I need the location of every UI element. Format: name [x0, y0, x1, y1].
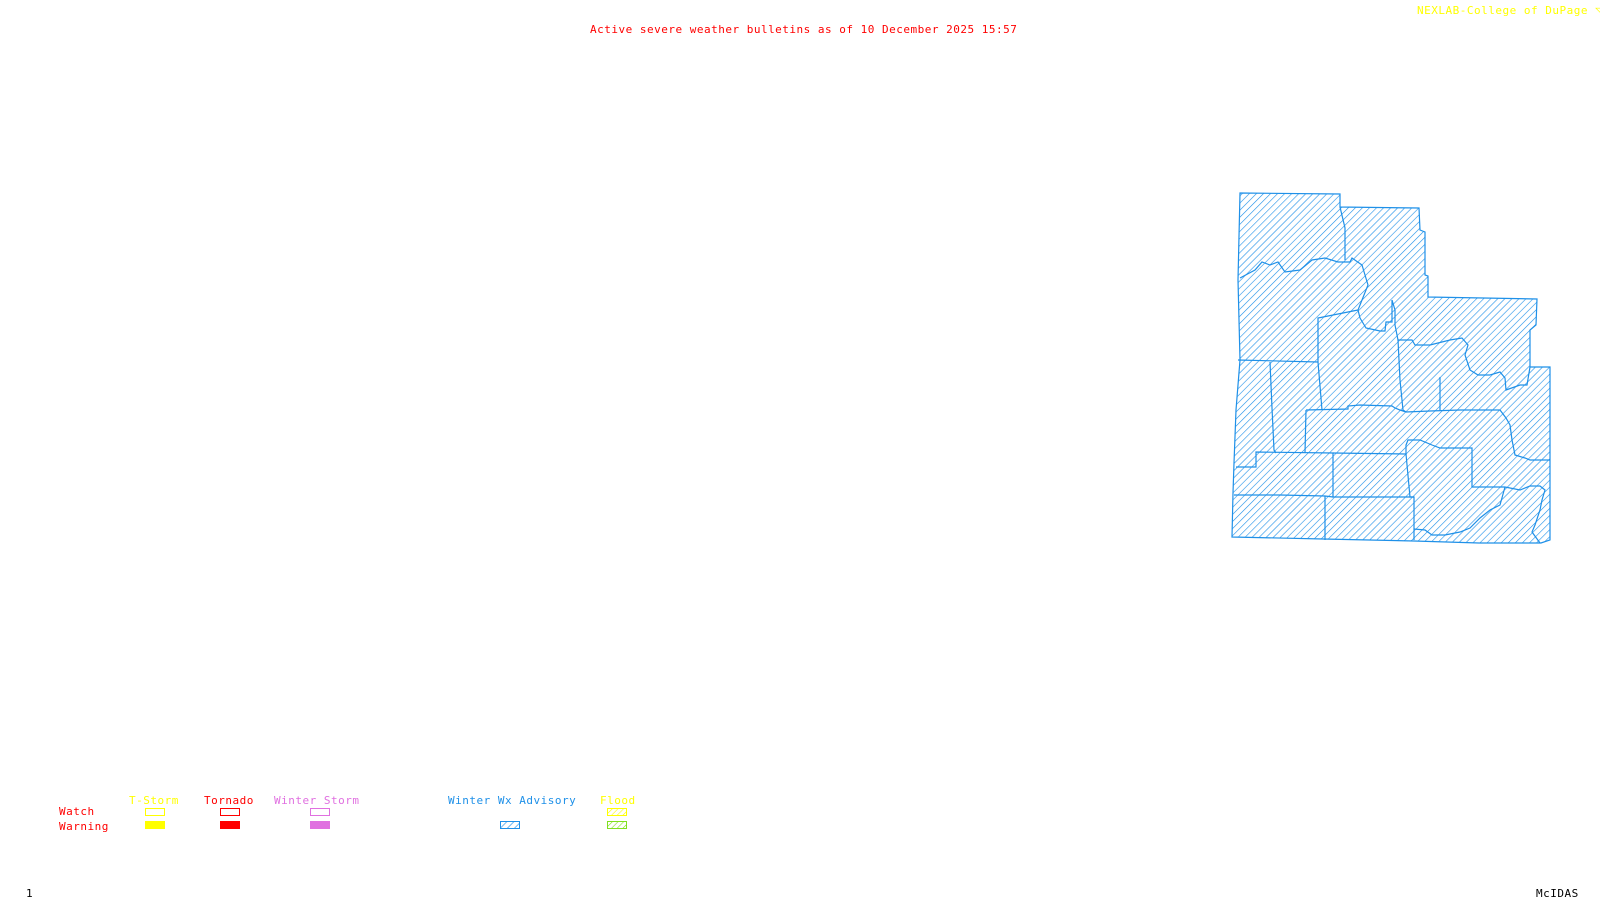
legend-winter-storm-label: Winter Storm	[274, 794, 360, 807]
tornado-warning-swatch	[220, 821, 240, 829]
legend-winter-advisory-label: Winter Wx Advisory	[448, 794, 577, 807]
bulletin-title: Active severe weather bulletins as of 10…	[590, 23, 1018, 36]
tstorm-warning-swatch	[145, 821, 165, 829]
advisory-region-outline	[1231, 192, 1551, 544]
flood-warning-swatch	[607, 821, 627, 829]
tornado-watch-swatch	[220, 808, 240, 816]
winter-storm-warning-swatch	[310, 821, 330, 829]
software-label: McIDAS	[1536, 887, 1579, 900]
credit-text: NEXLAB-College of DuPage	[1417, 4, 1588, 17]
legend-warning-label: Warning	[59, 820, 109, 833]
legend-tornado-label: Tornado	[204, 794, 254, 807]
winter-advisory-swatch	[500, 821, 520, 829]
tstorm-watch-swatch	[145, 808, 165, 816]
nexlab-logo-icon: ◹	[1595, 4, 1600, 17]
frame-number: 1	[26, 887, 34, 900]
legend-watch-label: Watch	[59, 805, 95, 818]
credit-label: NEXLAB-College of DuPage ◹	[1417, 5, 1600, 17]
legend-flood-label: Flood	[600, 794, 636, 807]
flood-watch-swatch	[607, 808, 627, 816]
legend-tstorm-label: T-Storm	[129, 794, 179, 807]
winter-storm-watch-swatch	[310, 808, 330, 816]
